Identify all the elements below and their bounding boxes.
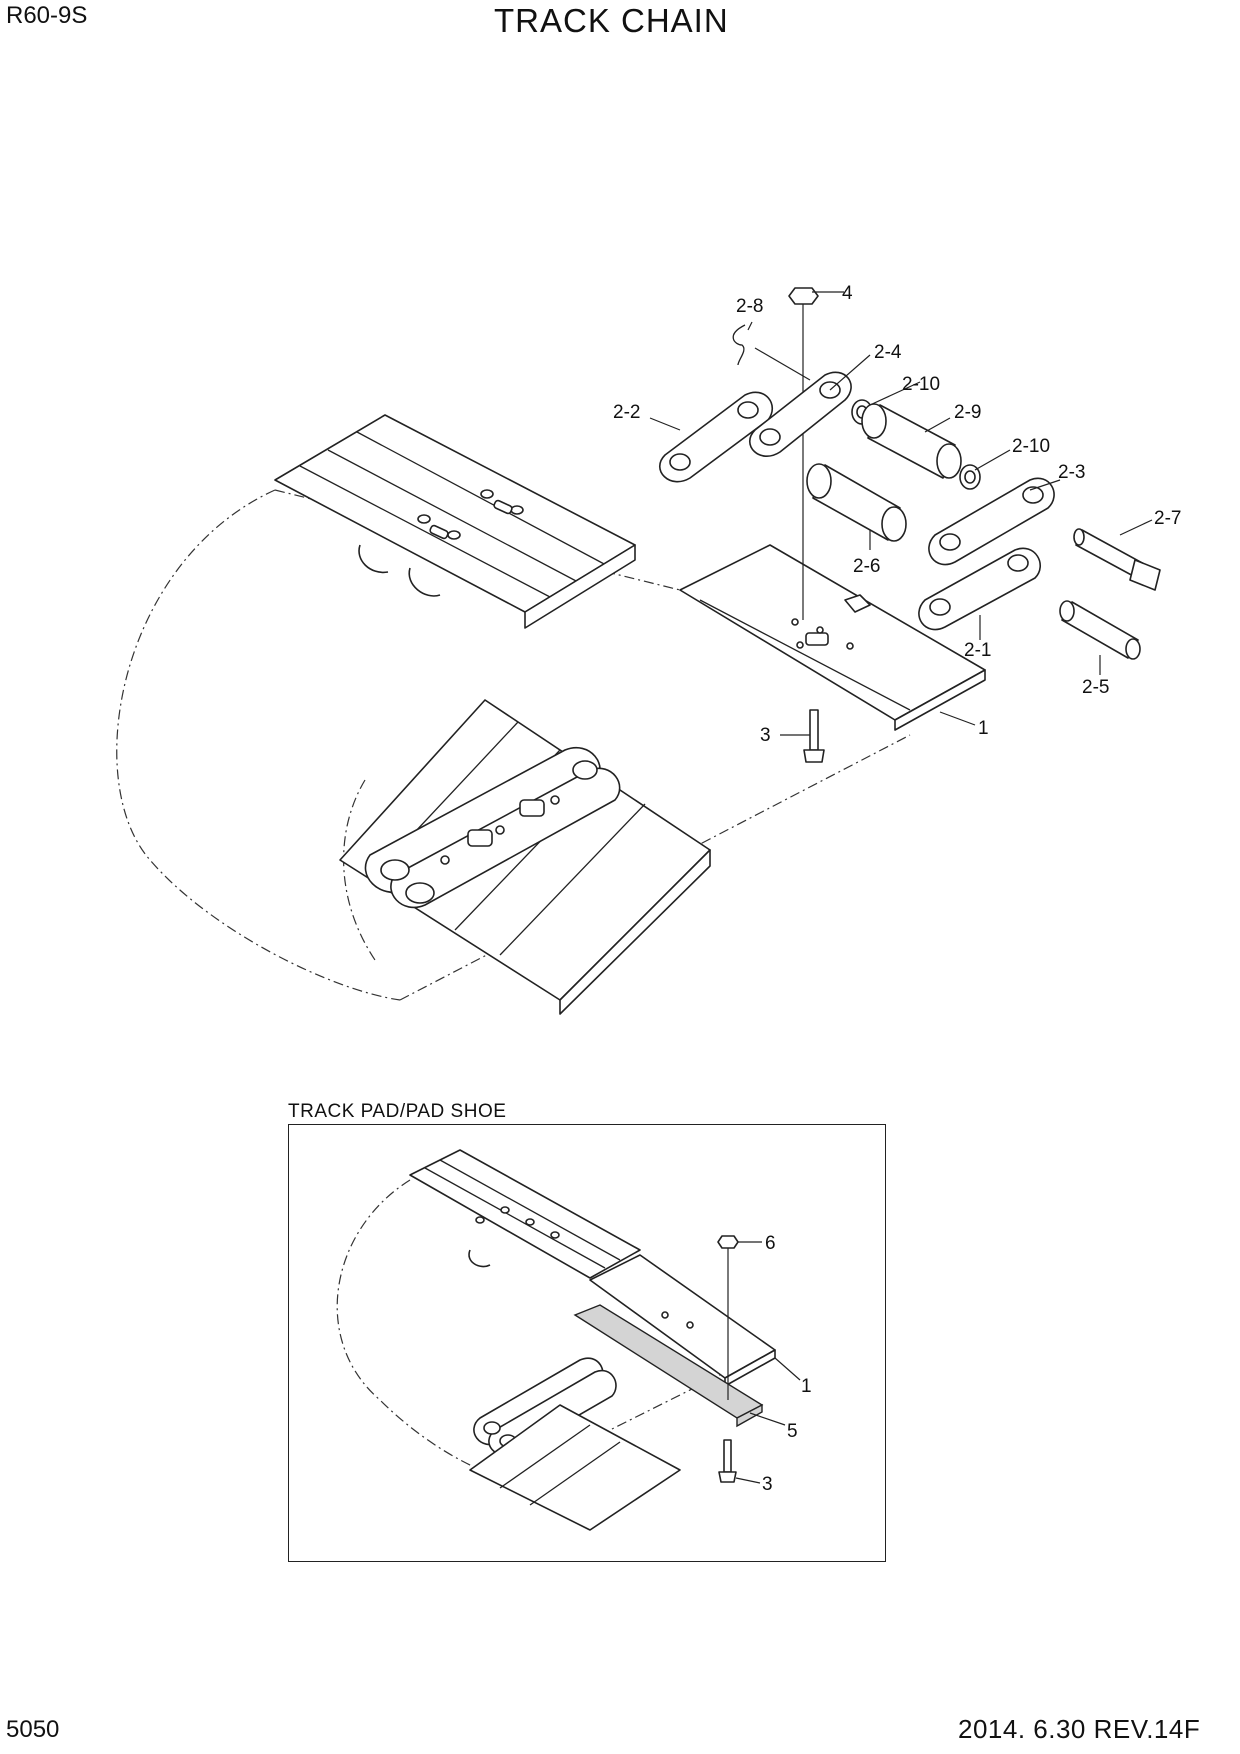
track-assembly-drawing: 4 2-8 2-4 2-10 2-2 2-9 2-10 2-3 2-7 2-6 … (116, 283, 1181, 1015)
revision-date: 2014. 6.30 REV.14F (958, 1714, 1201, 1744)
shoe-bolt-part-3 (803, 709, 825, 763)
callout-2-1: 2-1 (964, 640, 991, 661)
callout-2-9: 2-9 (954, 402, 981, 423)
callout-2-7: 2-7 (1154, 508, 1181, 529)
bushing-part-2-9 (861, 403, 962, 479)
link-part-2-3 (928, 477, 1055, 566)
seal-part-2-10-lower (959, 464, 981, 490)
callout-2-3: 2-3 (1058, 462, 1085, 483)
inset-title: TRACK PAD/PAD SHOE (288, 1101, 507, 1122)
bushing-part-2-6 (806, 463, 907, 542)
callout-2-2: 2-2 (613, 402, 640, 423)
track-shoe-part-1 (679, 544, 986, 731)
shoe-nut-part-4 (788, 287, 819, 620)
callout-3: 3 (760, 725, 771, 746)
page-title: TRACK CHAIN (494, 2, 729, 39)
upper-track-shoes (274, 414, 636, 629)
inset-frame (288, 1124, 886, 1562)
inset-drawing: 6 1 5 3 (336, 1149, 812, 1531)
inset-callout-1: 1 (801, 1376, 812, 1397)
callout-2-10: 2-10 (902, 374, 940, 395)
callout-2-8: 2-8 (736, 296, 763, 317)
page-number: 5050 (6, 1716, 60, 1743)
callout-4: 4 (842, 283, 853, 304)
inset-callout-5: 5 (787, 1421, 798, 1442)
callout-2-10b: 2-10 (1012, 436, 1050, 457)
inset-callout-6: 6 (765, 1233, 776, 1254)
pin-part-2-5 (1059, 600, 1141, 660)
callout-1: 1 (978, 718, 989, 739)
model-code: R60-9S (6, 2, 88, 29)
assembled-chain (364, 747, 621, 909)
link-part-2-1 (918, 547, 1041, 631)
pin-part-2-7 (1073, 528, 1161, 591)
callout-2-6: 2-6 (853, 556, 880, 577)
callout-2-4: 2-4 (874, 342, 902, 363)
inset-callout-3: 3 (762, 1474, 773, 1495)
callout-2-5: 2-5 (1082, 677, 1109, 698)
clip-part-2-8 (732, 324, 746, 366)
link-part-2-4 (749, 371, 852, 457)
